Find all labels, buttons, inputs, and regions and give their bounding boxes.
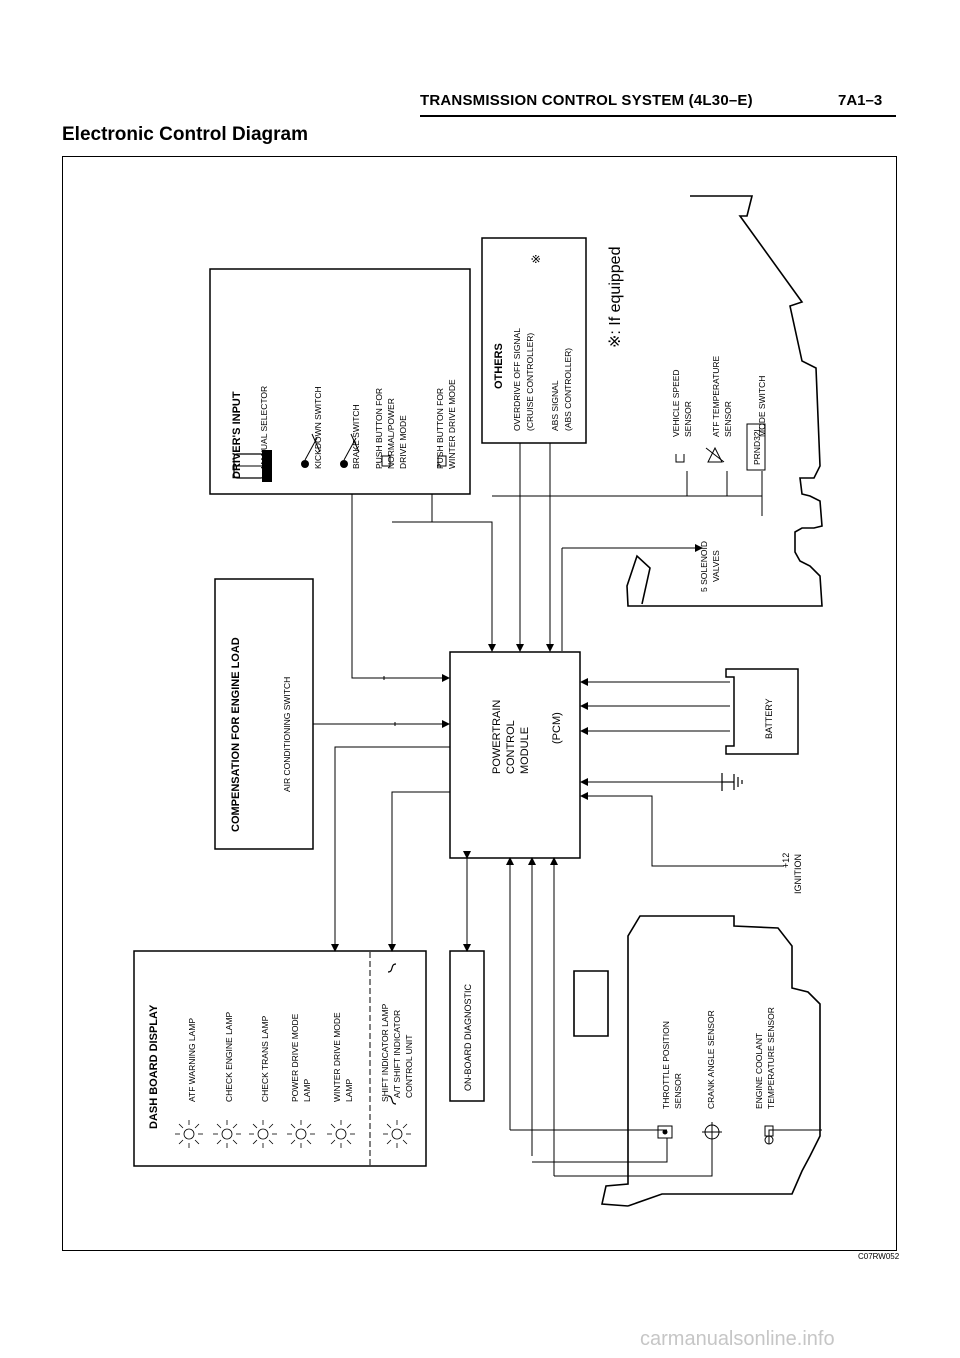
lamp-icon bbox=[249, 1120, 277, 1148]
prnd32l-mode-switch: PRND32L bbox=[746, 423, 766, 471]
prnd32l-label: PRND32L bbox=[752, 426, 762, 465]
drivers-input-item: PUSH BUTTON FOR bbox=[435, 388, 445, 469]
dash-item: ATF WARNING LAMP bbox=[187, 1018, 197, 1102]
on-board-diagnostic-block: ON-BOARD DIAGNOSTIC bbox=[449, 950, 485, 1102]
solenoid-valves-label: 5 SOLENOID bbox=[699, 541, 709, 592]
transmission-sensor-label: ATF TEMPERATURE bbox=[711, 355, 721, 437]
transmission-sensor-label: MODE SWITCH bbox=[757, 376, 767, 437]
others-line: (ABS CONTROLLER) bbox=[563, 348, 573, 431]
drivers-input-item: MANUAL SELECTOR bbox=[259, 386, 269, 469]
dash-item: LAMP bbox=[302, 1079, 312, 1102]
others-line: ABS SIGNAL bbox=[550, 380, 560, 431]
lamp-icon bbox=[383, 1120, 411, 1148]
lamp-icon bbox=[287, 1120, 315, 1148]
dash-item: A/T SHIFT INDICATOR bbox=[392, 1010, 402, 1098]
watermark: carmanualsonline.info bbox=[640, 1328, 835, 1350]
engine-outline bbox=[573, 915, 821, 1207]
drivers-input-item: BRAKE SWITCH bbox=[351, 404, 361, 469]
battery-label: BATTERY bbox=[764, 698, 774, 739]
push-button-icon bbox=[381, 455, 391, 467]
electronic-control-diagram: DRIVER'S INPUT MANUAL SELECTOR KICKDOWN … bbox=[62, 156, 897, 1251]
lamp-icon bbox=[175, 1120, 203, 1148]
dash-item: WINTER DRIVE MODE bbox=[332, 1012, 342, 1102]
dash-item: POWER DRIVE MODE bbox=[290, 1013, 300, 1102]
engine-sensor-label: TEMPERATURE SENSOR bbox=[766, 1007, 776, 1109]
compensation-block: COMPENSATION FOR ENGINE LOAD AIR CONDITI… bbox=[214, 578, 314, 850]
push-button-icon bbox=[437, 455, 447, 467]
drivers-input-item: NORMAL/POWER bbox=[386, 398, 396, 469]
drivers-input-item: DRIVE MODE bbox=[398, 415, 408, 469]
ground-icon bbox=[721, 773, 743, 791]
engine-sensor-label: SENSOR bbox=[673, 1073, 683, 1109]
diagram-frame bbox=[62, 156, 897, 1251]
air-conditioning-switch-label: AIR CONDITIONING SWITCH bbox=[282, 677, 292, 792]
dash-item: CHECK TRANS LAMP bbox=[260, 1015, 270, 1102]
on-board-diagnostic-label: ON-BOARD DIAGNOSTIC bbox=[463, 983, 473, 1091]
wiring bbox=[313, 443, 822, 1177]
transmission-sensor-label: VEHICLE SPEED bbox=[671, 369, 681, 437]
others-line: (CRUISE CONTROLLER) bbox=[525, 333, 535, 431]
if-equipped-note: ※: If equipped bbox=[607, 247, 624, 348]
transmission-sensor-label: SENSOR bbox=[723, 401, 733, 437]
pcm-label: POWERTRAIN bbox=[491, 700, 503, 774]
drivers-input-item: WINTER DRIVE MODE bbox=[447, 379, 457, 469]
pcm-label: MODULE bbox=[519, 727, 531, 774]
ignition-label: IGNITION bbox=[793, 854, 803, 894]
drivers-input-item: KICKDOWN SWITCH bbox=[313, 386, 323, 469]
kickdown-switch-icon bbox=[301, 433, 321, 468]
transmission-outline bbox=[626, 195, 823, 607]
engine-sensor-label: CRANK ANGLE SENSOR bbox=[706, 1010, 716, 1109]
page-number: 7A1–3 bbox=[838, 92, 883, 109]
pcm-block: POWERTRAIN CONTROL MODULE (PCM) bbox=[449, 651, 581, 859]
dash-item: LAMP bbox=[344, 1079, 354, 1102]
section-title: Electronic Control Diagram bbox=[62, 124, 308, 145]
dash-board-title: DASH BOARD DISPLAY bbox=[148, 1004, 160, 1129]
drivers-input-block: DRIVER'S INPUT MANUAL SELECTOR KICKDOWN … bbox=[209, 268, 471, 495]
dash-item: CHECK ENGINE LAMP bbox=[224, 1011, 234, 1102]
if-equipped-mark: ※ bbox=[529, 254, 543, 264]
transmission-sensor-label: SENSOR bbox=[683, 401, 693, 437]
page-header-title: TRANSMISSION CONTROL SYSTEM (4L30–E) bbox=[420, 92, 753, 109]
crank-angle-sensor-icon bbox=[702, 1122, 722, 1142]
dash-board-display-block: DASH BOARD DISPLAY ATF WARNING LAMP CHEC… bbox=[133, 950, 427, 1167]
vehicle-speed-sensor-icon bbox=[675, 454, 685, 463]
figure-code: C07RW052 bbox=[858, 1252, 900, 1261]
manual-selector-icon bbox=[233, 450, 272, 482]
pcm-label: CONTROL bbox=[505, 720, 517, 774]
solenoid-valves-label: VALVES bbox=[711, 550, 721, 582]
lamp-icon bbox=[327, 1120, 355, 1148]
pcm-abbr: (PCM) bbox=[551, 712, 563, 744]
drivers-input-item: PUSH BUTTON FOR bbox=[374, 388, 384, 469]
lamp-icon bbox=[213, 1120, 241, 1148]
others-line: OVERDRIVE OFF SIGNAL bbox=[512, 328, 522, 431]
others-title: OTHERS bbox=[493, 343, 505, 389]
ignition-voltage: +12 bbox=[781, 853, 791, 868]
compensation-title: COMPENSATION FOR ENGINE LOAD bbox=[230, 637, 242, 832]
dash-item: CONTROL UNIT bbox=[404, 1035, 414, 1098]
atf-temperature-sensor-icon bbox=[705, 446, 725, 463]
others-block: OTHERS OVERDRIVE OFF SIGNAL (CRUISE CONT… bbox=[481, 237, 587, 444]
brake-switch-icon bbox=[340, 433, 360, 468]
battery-block: BATTERY bbox=[725, 668, 799, 755]
engine-sensor-label: ENGINE COOLANT bbox=[754, 1033, 764, 1109]
engine-sensor-label: THROTTLE POSITION bbox=[661, 1021, 671, 1109]
dash-item: SHIFT INDICATOR LAMP bbox=[380, 1003, 390, 1102]
throttle-position-sensor-icon bbox=[657, 1125, 673, 1139]
header-rule bbox=[420, 115, 896, 117]
wire-break-marks bbox=[383, 498, 551, 726]
